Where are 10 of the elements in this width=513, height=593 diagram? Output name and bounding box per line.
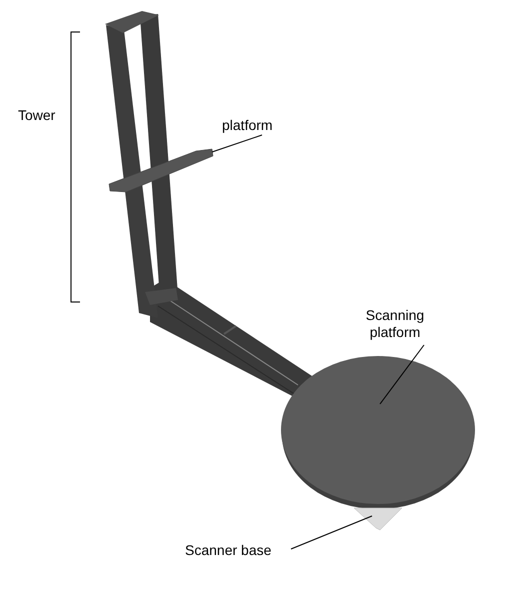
callout-label: platform [222,117,292,134]
callout-label: Scanning platform [352,307,438,341]
scanning-platform-disc [281,356,475,509]
callout-label: Scanner base [185,542,285,559]
leader-line [380,344,424,404]
part-label: Tower [18,107,56,124]
leader-line [290,516,372,550]
camera-platform-plate [108,148,214,192]
scanner-base [354,508,402,530]
leader-line [212,134,262,152]
